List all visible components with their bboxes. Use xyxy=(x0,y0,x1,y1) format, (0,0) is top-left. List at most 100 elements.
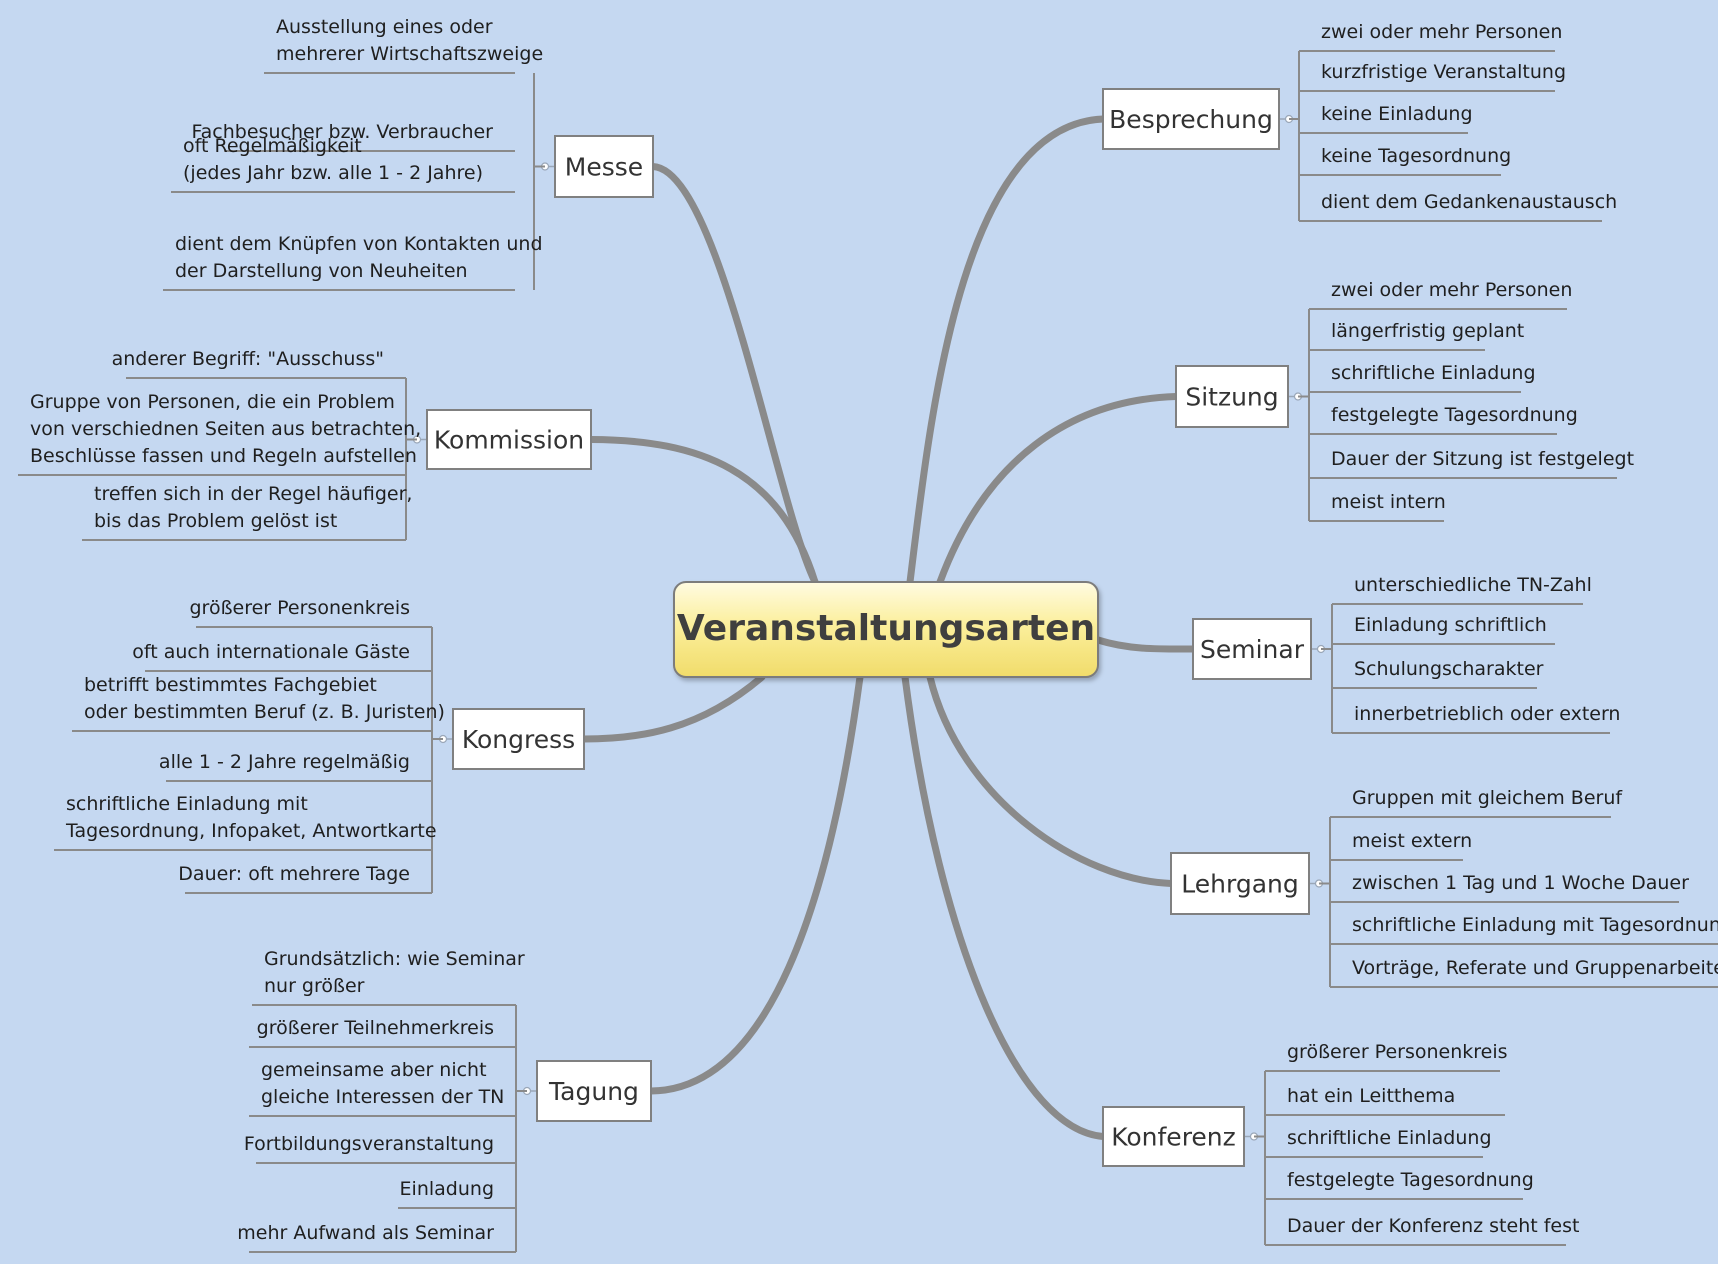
topic-box xyxy=(1102,1106,1245,1167)
subtopic-text: Einladung schriftlich xyxy=(1354,614,1547,636)
topic-box xyxy=(1192,618,1312,680)
subtopic-text: alle 1 - 2 Jahre regelmäßig xyxy=(159,751,410,773)
subtopic-text: hat ein Leitthema xyxy=(1287,1085,1455,1107)
subtopic-text: nur größer xyxy=(264,975,365,997)
topic-label: Lehrgang xyxy=(1181,870,1298,899)
subtopic[interactable]: keine Tagesordnung xyxy=(1299,145,1511,176)
subtopic[interactable]: dient dem Gedankenaustausch xyxy=(1299,191,1617,222)
central-topic[interactable]: Veranstaltungsarten xyxy=(673,581,1099,678)
subtopic[interactable]: alle 1 - 2 Jahre regelmäßig xyxy=(159,751,432,782)
subtopic-text: oder bestimmten Beruf (z. B. Juristen) xyxy=(84,701,445,723)
subtopic[interactable]: festgelegte Tagesordnung xyxy=(1309,404,1578,435)
subtopic-text: gemeinsame aber nicht xyxy=(261,1059,487,1081)
subtopic[interactable]: größerer Personenkreis xyxy=(189,597,432,628)
subtopic[interactable]: oft auch internationale Gäste xyxy=(132,641,432,672)
branch-messe xyxy=(649,163,819,586)
subtopic[interactable]: mehr Aufwand als Seminar xyxy=(237,1222,516,1253)
subtopic[interactable]: kurzfristige Veranstaltung xyxy=(1299,61,1566,92)
subtopic[interactable]: schriftliche Einladung mitTagesordnung, … xyxy=(54,793,437,851)
subtopic-text: Grundsätzlich: wie Seminar xyxy=(264,948,525,970)
topic-kongress[interactable]: Kongress xyxy=(452,708,585,770)
branch-lehrgang xyxy=(926,673,1175,887)
subtopic-text: Ausstellung eines oder xyxy=(276,16,493,38)
topic-konferenz[interactable]: Konferenz xyxy=(1102,1106,1245,1167)
topic-besprechung[interactable]: Besprechung xyxy=(1102,88,1280,150)
subtopic[interactable]: Einladung xyxy=(398,1178,516,1209)
topic-label: Seminar xyxy=(1200,635,1305,664)
subtopic-text: schriftliche Einladung mit Tagesordnung xyxy=(1352,914,1718,936)
subtopic[interactable]: Grundsätzlich: wie Seminar nur größer xyxy=(252,948,525,1006)
subtopic-text: Tagesordnung, Infopaket, Antwortkarte xyxy=(65,820,437,842)
subtopic[interactable]: zwischen 1 Tag und 1 Woche Dauer xyxy=(1330,872,1689,903)
branch-konferenz xyxy=(901,673,1107,1140)
subtopic-text: schriftliche Einladung xyxy=(1287,1127,1492,1149)
subtopic-text: treffen sich in der Regel häufiger, xyxy=(94,483,412,505)
subtopic[interactable]: Dauer der Sitzung ist festgelegt xyxy=(1309,448,1634,479)
subtopic[interactable]: Schulungscharakter xyxy=(1332,658,1544,689)
subtopic-text: Gruppen mit gleichem Beruf xyxy=(1352,787,1623,809)
subtopic-text: Dauer: oft mehrere Tage xyxy=(178,863,410,885)
subtopic[interactable]: längerfristig geplant xyxy=(1309,320,1524,351)
subtopic-text: Einladung xyxy=(400,1178,494,1200)
branch-kongress xyxy=(580,673,766,743)
subtopic[interactable]: Ausstellung eines oder mehrerer Wirtschaf… xyxy=(264,16,543,74)
subtopic[interactable]: Dauer: oft mehrere Tage xyxy=(178,863,432,894)
subtopic[interactable]: Vorträge, Referate und Gruppenarbeiten xyxy=(1330,957,1718,988)
subtopic-text: dient dem Gedankenaustausch xyxy=(1321,191,1617,213)
topic-label: Konferenz xyxy=(1111,1123,1236,1152)
subtopic[interactable]: Einladung schriftlich xyxy=(1332,614,1555,645)
central-topic-label: Veranstaltungsarten xyxy=(677,608,1095,649)
subtopic[interactable]: schriftliche Einladung mit Tagesordnung xyxy=(1330,914,1718,945)
subtopic-text: oft auch internationale Gäste xyxy=(132,641,410,663)
subtopic[interactable]: meist extern xyxy=(1330,830,1472,861)
subtopic-text: mehrerer Wirtschaftszweige xyxy=(276,43,543,65)
subtopic[interactable]: Dauer der Konferenz steht fest xyxy=(1265,1215,1579,1246)
topic-box xyxy=(1170,852,1310,915)
subtopic[interactable]: schriftliche Einladung xyxy=(1265,1127,1492,1158)
subtopic-text: zwischen 1 Tag und 1 Woche Dauer xyxy=(1352,872,1689,894)
subtopic[interactable]: größerer Personenkreis xyxy=(1265,1041,1508,1072)
subtopic[interactable]: innerbetrieblich oder extern xyxy=(1332,703,1620,734)
subtopic[interactable]: schriftliche Einladung xyxy=(1309,362,1536,393)
topic-seminar[interactable]: Seminar xyxy=(1192,618,1312,680)
subtopic[interactable]: festgelegte Tagesordnung xyxy=(1265,1169,1534,1200)
topic-box xyxy=(1175,365,1289,428)
subtopic-text: bis das Problem gelöst ist xyxy=(94,510,337,532)
subtopic[interactable]: unterschiedliche TN-Zahl xyxy=(1332,574,1592,605)
subtopic[interactable]: zwei oder mehr Personen xyxy=(1309,279,1572,310)
subtopic[interactable]: Gruppen mit gleichem Beruf xyxy=(1330,787,1623,818)
subtopic[interactable]: keine Einladung xyxy=(1299,103,1473,134)
subtopic-connectors: Ausstellung eines oder mehrerer Wirtschaf… xyxy=(18,16,1718,1253)
topic-tagung[interactable]: Tagung xyxy=(536,1060,652,1122)
subtopic[interactable]: hat ein Leitthema xyxy=(1265,1085,1505,1116)
subtopic[interactable]: meist intern xyxy=(1309,491,1446,522)
subtopic-text: schriftliche Einladung xyxy=(1331,362,1536,384)
subtopic[interactable]: oft Regelmäßigkeit(jedes Jahr bzw. alle … xyxy=(171,135,515,193)
subtopic-text: Dauer der Konferenz steht fest xyxy=(1287,1215,1579,1237)
subtopic-text: Fachbesucher bzw. Verbraucher xyxy=(191,121,493,143)
topic-sitzung[interactable]: Sitzung xyxy=(1175,365,1289,428)
subtopic[interactable]: Fortbildungsveranstaltung xyxy=(244,1133,516,1164)
subtopic-text: schriftliche Einladung mit xyxy=(66,793,308,815)
topic-kommission[interactable]: Kommission xyxy=(426,409,592,470)
topic-label: Sitzung xyxy=(1185,383,1278,412)
subtopic[interactable]: zwei oder mehr Personen xyxy=(1299,21,1562,52)
subtopic-text: dient dem Knüpfen von Kontakten und xyxy=(175,233,543,255)
subtopic[interactable]: anderer Begriff: "Ausschuss" xyxy=(112,348,406,379)
branch-kommission xyxy=(587,436,819,586)
topic-label: Kommission xyxy=(434,426,584,455)
subtopic[interactable]: Fachbesucher bzw. Verbraucher xyxy=(191,121,515,152)
subtopic[interactable]: treffen sich in der Regel häufiger, bis d… xyxy=(82,483,412,541)
subtopic[interactable]: größerer Teilnehmerkreis xyxy=(249,1017,516,1048)
topic-messe[interactable]: Messe xyxy=(554,135,654,198)
topic-lehrgang[interactable]: Lehrgang xyxy=(1170,852,1310,915)
subtopic-text: meist intern xyxy=(1331,491,1446,513)
topic-box xyxy=(536,1060,652,1122)
subtopic-text: längerfristig geplant xyxy=(1331,320,1524,342)
subtopic-text: größerer Teilnehmerkreis xyxy=(257,1017,494,1039)
subtopic[interactable]: Gruppe von Personen, die ein Problemvon … xyxy=(18,391,421,476)
